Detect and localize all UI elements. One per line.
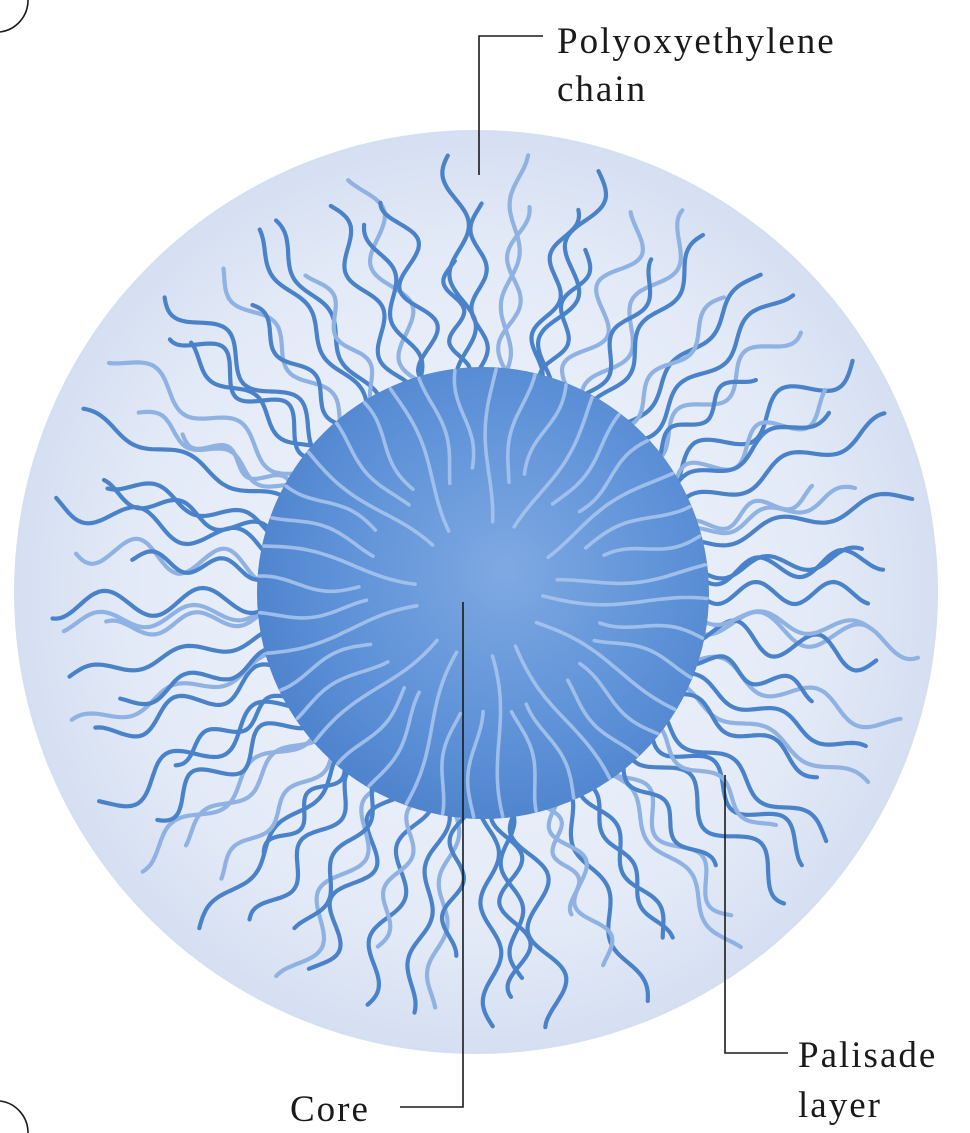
corner-marker-bottom xyxy=(0,1101,28,1133)
chain-label-line1: Polyoxyethylene xyxy=(557,21,836,62)
core-label: Core xyxy=(290,1089,370,1130)
corner-marker-top xyxy=(0,0,28,32)
palisade-label-line1: Palisade xyxy=(798,1035,937,1076)
palisade-label-line2: layer xyxy=(798,1085,882,1126)
chain-label-line2: chain xyxy=(557,69,647,110)
core-sphere xyxy=(257,367,709,819)
